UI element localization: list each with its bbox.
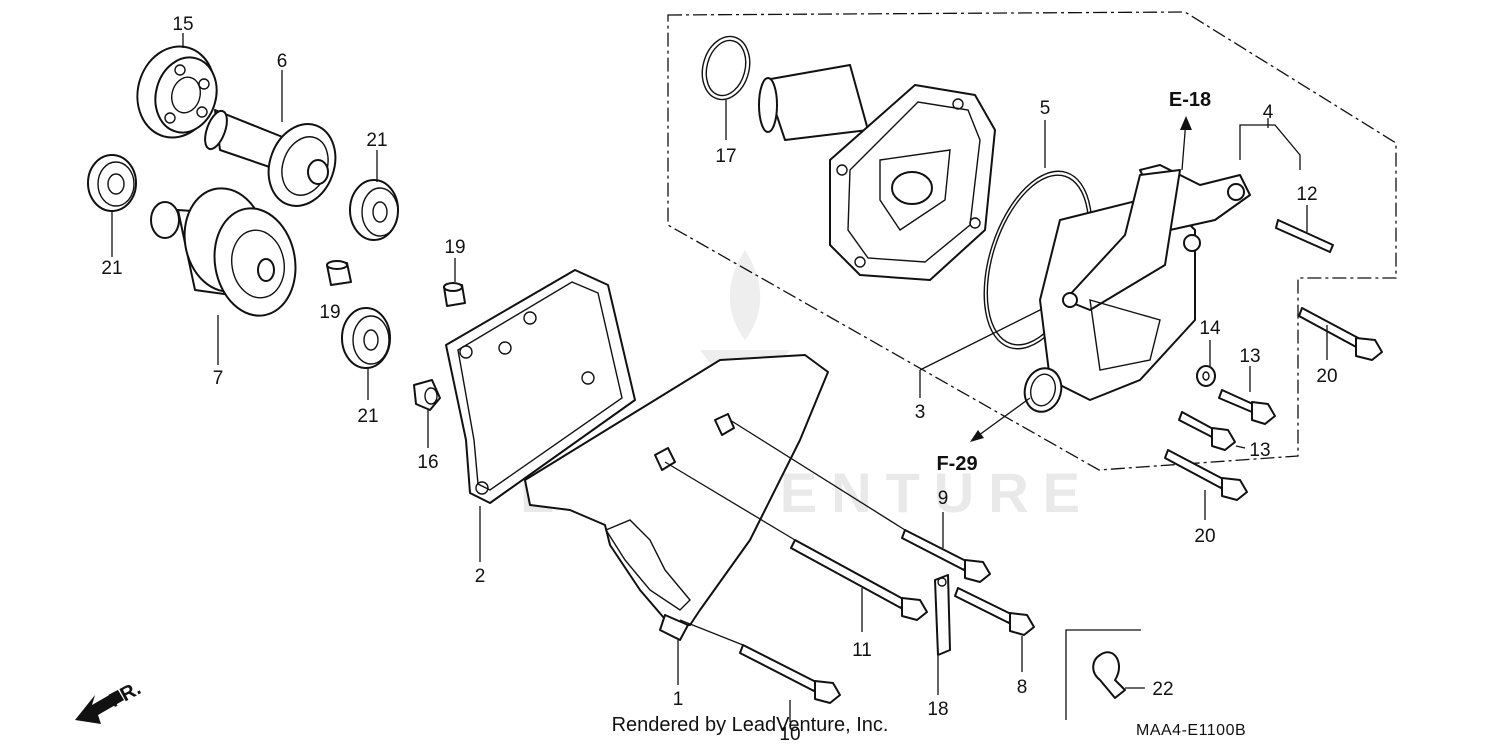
callout-20-lower: 20 [1194, 526, 1215, 547]
washer-14 [1196, 365, 1216, 387]
callout-4: 4 [1263, 102, 1274, 123]
bearing-15 [136, 45, 218, 139]
bearing-21-lower [341, 307, 391, 369]
bolt-10 [739, 644, 841, 704]
callout-16: 16 [417, 452, 438, 473]
bolt-20-upper [1298, 307, 1383, 361]
clip-22 [1092, 651, 1126, 699]
callout-5: 5 [1040, 98, 1051, 119]
callout-1: 1 [673, 689, 684, 710]
o-ring-17 [701, 35, 751, 101]
callout-19-left: 19 [319, 302, 340, 323]
water-pump-cover-1 [524, 354, 829, 641]
front-direction-arrow [75, 690, 124, 724]
reference-f29: F-29 [936, 453, 977, 475]
diagram-code: MAA4-E1100B [1136, 722, 1247, 739]
bolt-13-upper [1218, 389, 1276, 425]
callout-21-upper: 21 [366, 130, 387, 151]
assembly-outline [667, 11, 1397, 471]
callout-3: 3 [915, 402, 926, 423]
callout-7: 7 [213, 368, 224, 389]
callout-12: 12 [1296, 184, 1317, 205]
bolt-8 [954, 587, 1035, 636]
callout-14: 14 [1199, 318, 1221, 339]
bolt-9 [901, 529, 991, 583]
clamp-18 [934, 574, 951, 656]
callout-17: 17 [715, 146, 736, 167]
callout-10: 10 [779, 724, 800, 745]
bolt-12 [1275, 219, 1334, 253]
bolt-20-lower [1164, 449, 1248, 501]
bolt-13-lower [1178, 411, 1236, 451]
grommet-16 [413, 379, 441, 411]
dowel-pin-19-left [326, 260, 352, 286]
reference-e18: E-18 [1169, 89, 1211, 111]
callout-18: 18 [927, 699, 948, 720]
callout-19-right: 19 [444, 237, 465, 258]
bolt-11 [790, 539, 928, 621]
callout-2: 2 [475, 566, 486, 587]
callout-8: 8 [1017, 677, 1028, 698]
callout-bracket-4 [1239, 118, 1301, 170]
gasket-2 [445, 269, 636, 504]
callout-6: 6 [277, 51, 288, 72]
callout-21-lower: 21 [357, 406, 378, 427]
render-credit: Rendered by LeadVenture, Inc. [611, 714, 889, 736]
callout-13-lower: 13 [1249, 440, 1270, 461]
arrow-head-f29 [970, 430, 984, 442]
bearing-21-upper [349, 179, 399, 241]
water-pump-body-3 [758, 64, 996, 281]
callout-20-upper: 20 [1316, 366, 1337, 387]
callout-11: 11 [852, 640, 872, 661]
starter-clutch-7 [150, 187, 297, 317]
water-pump-housing-4 [1023, 164, 1251, 413]
callout-13-upper: 13 [1239, 346, 1260, 367]
bearing-21-left [87, 154, 137, 212]
callout-15: 15 [172, 14, 193, 35]
callout-22: 22 [1152, 679, 1173, 700]
callout-21-left: 21 [101, 258, 122, 279]
arrow-head-e18 [1180, 116, 1192, 130]
callout-9: 9 [938, 488, 949, 509]
inset-frame-22 [1065, 629, 1141, 720]
shaft-gear-6 [204, 109, 337, 207]
dowel-pin-19-right [443, 282, 466, 307]
